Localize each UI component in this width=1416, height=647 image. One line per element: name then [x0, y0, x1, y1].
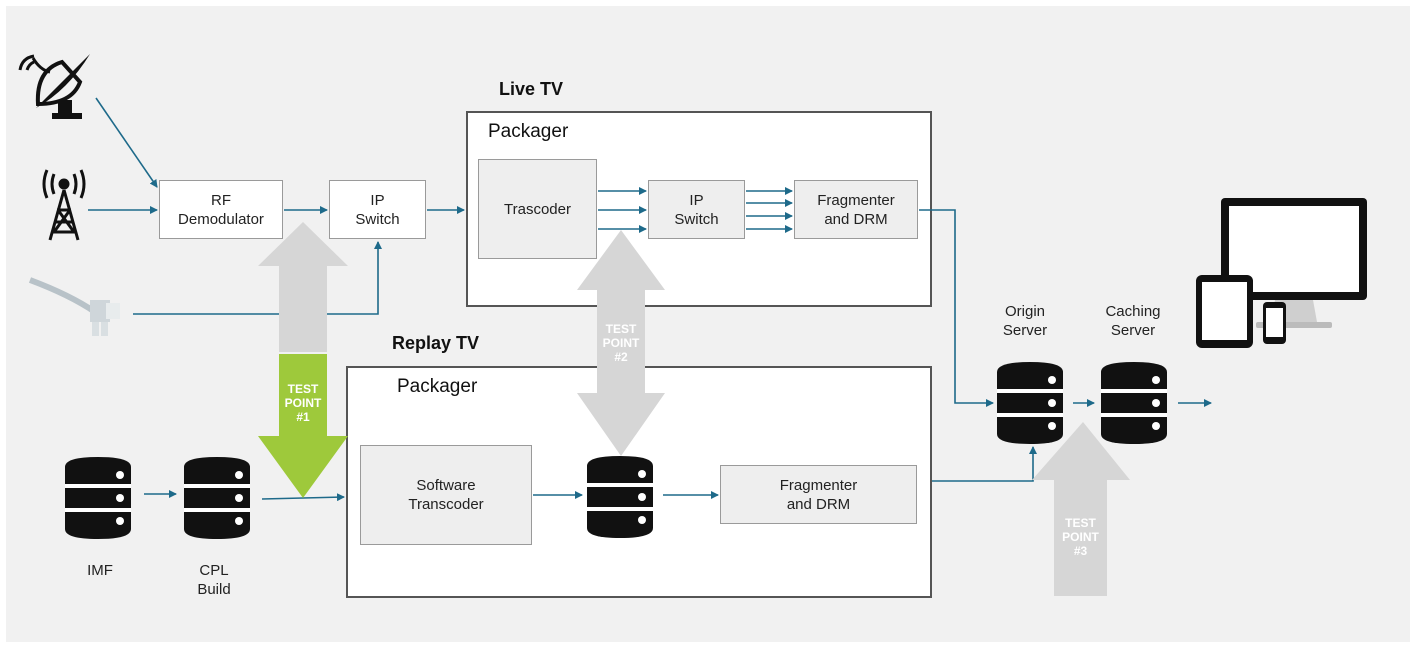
fragmenter-drm-replay-box: Fragmenter and DRM: [720, 465, 917, 524]
satellite-dish-icon: [18, 54, 90, 119]
origin-server-icon: [995, 360, 1065, 446]
origin-server-label: Origin Server: [1002, 303, 1048, 339]
test-point-2-arrow: [577, 230, 665, 456]
replay-storage-icon: [585, 454, 655, 540]
broadcast-tower-icon: [42, 169, 86, 241]
live-packager-label: Packager: [488, 121, 569, 142]
caching-server-icon: [1099, 360, 1169, 446]
ip-switch-live-box: IP Switch: [648, 180, 745, 239]
connector-satellite-rf: [95, 97, 158, 188]
caching-server-label: Caching Server: [1105, 303, 1161, 339]
trascoder-box: Trascoder: [478, 159, 597, 259]
rf-demodulator-box: RF Demodulator: [159, 180, 283, 239]
fiber-cable-icon: [28, 277, 120, 336]
test-point-1-label: TEST POINT #1: [284, 382, 322, 424]
connector-frag-origin: [919, 209, 994, 407]
software-transcoder-box: Software Transcoder: [360, 445, 532, 545]
ip-switch-input-box: IP Switch: [329, 180, 426, 239]
live-tv-title: Live TV: [499, 79, 564, 99]
replay-tv-title: Replay TV: [392, 333, 480, 353]
connector-fiber-ipswitch: [133, 241, 382, 315]
imf-label: IMF: [87, 562, 113, 579]
test-point-1-arrow: [258, 222, 348, 352]
connector-replay-origin: [932, 446, 1037, 482]
fragmenter-drm-live-box: Fragmenter and DRM: [794, 180, 918, 239]
imf-storage-icon: [63, 455, 133, 541]
test-point-3-arrow: [1032, 422, 1130, 596]
replay-packager-label: Packager: [397, 376, 478, 397]
cpl-build-label: CPL Build: [197, 562, 231, 598]
cpl-storage-icon: [182, 455, 252, 541]
tablet-icon: [1196, 275, 1253, 348]
test-point-3-label: TEST POINT #3: [1062, 516, 1099, 558]
test-point-2-label: TEST POINT #2: [602, 322, 640, 364]
phone-icon: [1263, 302, 1286, 344]
test-point-1-arrow-green: [258, 354, 348, 498]
monitor-icon: [1221, 198, 1367, 328]
